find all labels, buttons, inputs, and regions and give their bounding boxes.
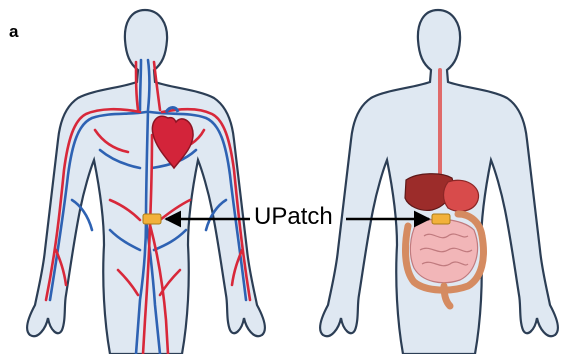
- stomach: [444, 180, 479, 211]
- digestive-system-figure: [320, 10, 558, 354]
- patch-icon: [432, 214, 450, 224]
- circulatory-system-figure: [27, 10, 265, 354]
- patch-icon: [143, 214, 161, 224]
- upatch-label: UPatch: [252, 204, 335, 230]
